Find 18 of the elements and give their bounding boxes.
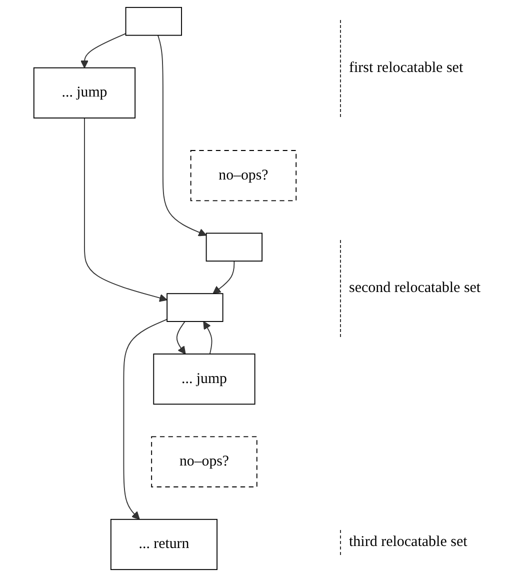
node-box [125,6,182,36]
arrow [84,118,168,302]
node-box: no–ops? [151,436,258,488]
arrow [212,260,235,294]
arrow [157,34,207,236]
node-box [206,232,262,262]
node-box: ... return [110,518,218,570]
arrow [203,321,212,354]
node-box: ... jump [33,67,136,118]
arrow [123,318,168,520]
arrow [176,321,186,354]
set-label: second relocatable set [340,240,481,337]
set-label: third relocatable set [340,530,468,555]
node-box: ... jump [153,354,256,405]
set-label: first relocatable set [340,20,464,117]
node-box: no–ops? [190,150,297,202]
node-box [166,293,224,322]
arrow [80,33,126,68]
